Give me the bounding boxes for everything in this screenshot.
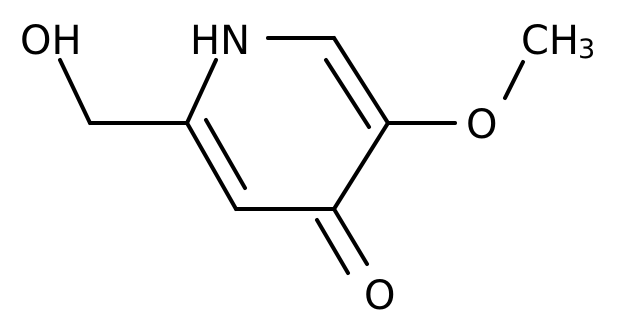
bonds: [58, 36, 525, 275]
methoxy-oxygen-label: O: [466, 102, 497, 148]
bond-c6-n: [185, 58, 218, 125]
nitrogen-label: HN: [190, 18, 250, 64]
bond-oh-ch2: [58, 58, 92, 125]
bond-c5-c6-inner: [204, 118, 247, 190]
bond-c5-c6: [185, 121, 238, 211]
bond-o-ch3: [503, 60, 525, 100]
bond-c4-o-inner: [315, 218, 350, 275]
methyl-subscript: 3: [578, 34, 595, 65]
bond-c2-c3-inner: [324, 58, 371, 129]
bond-c2-c3: [332, 36, 390, 125]
hydroxyl-label: OH: [20, 18, 82, 64]
carbonyl-oxygen-label: O: [364, 273, 395, 319]
methyl-label: CH: [521, 18, 579, 64]
bond-c3-c4: [332, 121, 390, 211]
atom-labels: OH HN O CH 3 O: [20, 18, 595, 319]
bond-c4-o: [332, 207, 369, 266]
